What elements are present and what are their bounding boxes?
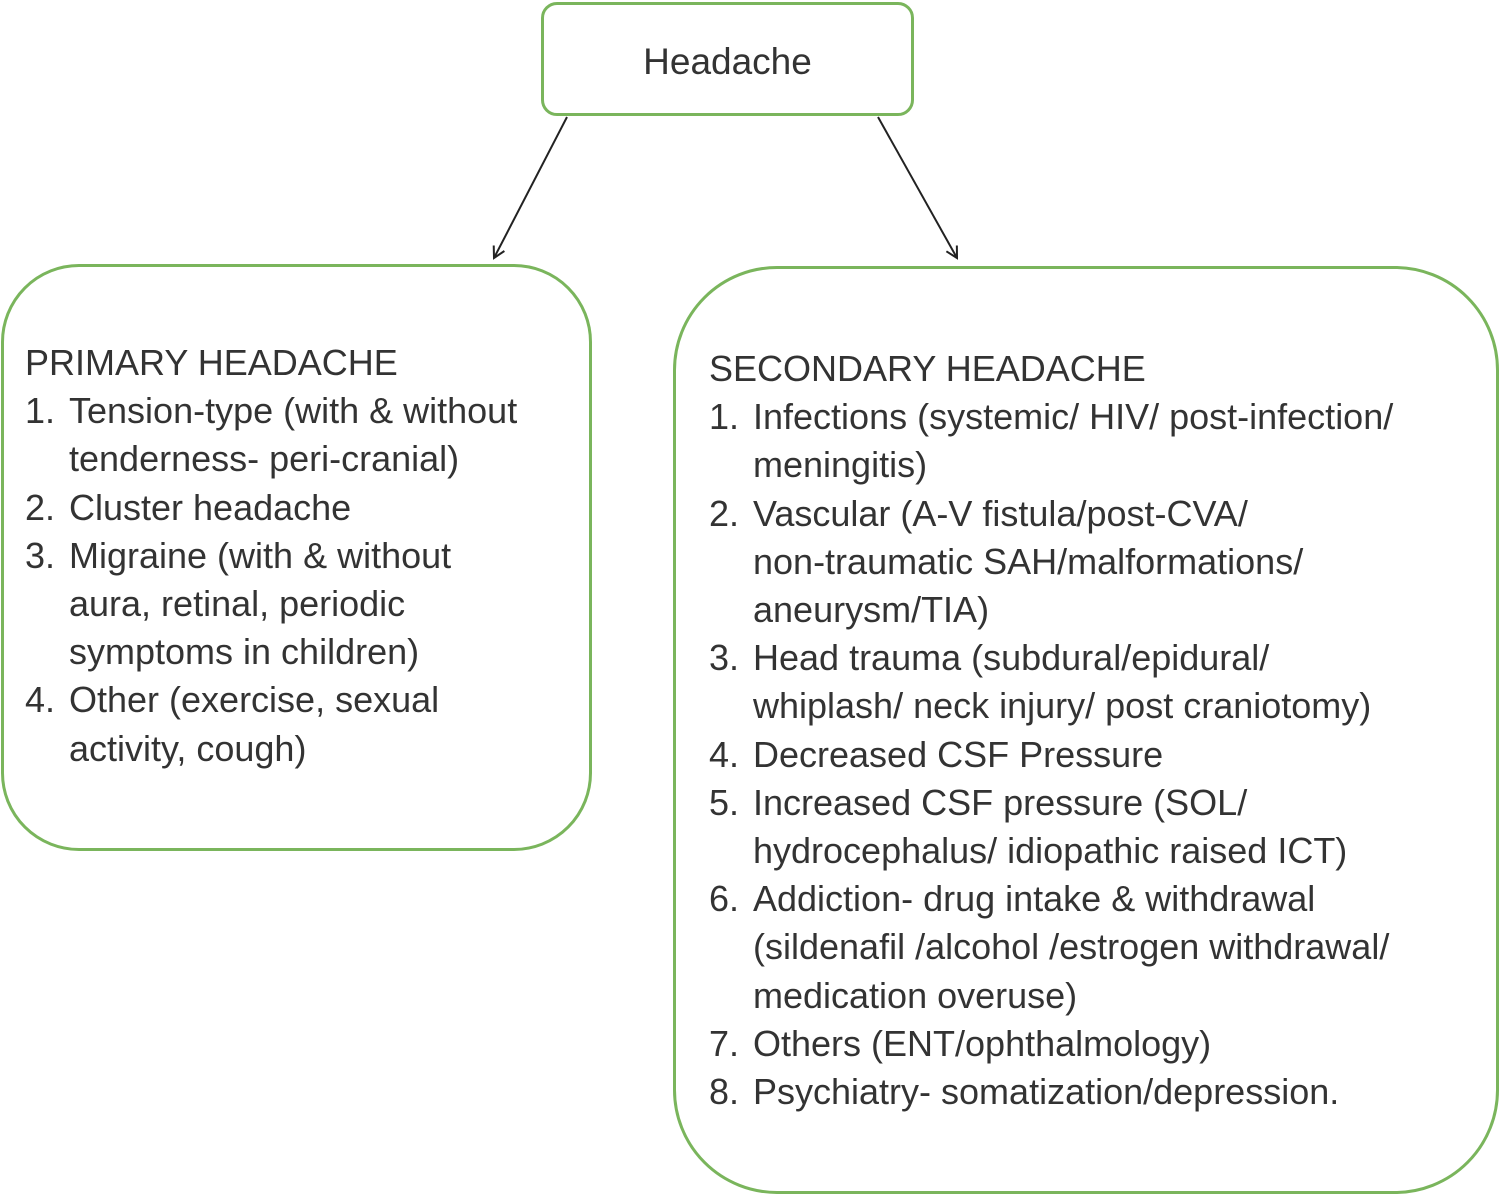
list-item: 8. Psychiatry- somatization/depression. [709,1068,1393,1116]
item-text: Addiction- drug intake & withdrawal (sild… [753,875,1389,1020]
secondary-headache-list: 1. Infections (systemic/ HIV/ post-infect… [709,393,1393,1116]
item-text-line: Others (ENT/ophthalmology) [753,1022,1212,1064]
root-label: Headache [643,40,812,82]
secondary-headache-box: SECONDARY HEADACHE 1. Infections (systemi… [673,266,1499,1194]
list-item: 3. Migraine (with & without aura, retinal,… [25,532,517,677]
item-number: 4. [709,733,740,775]
item-text: Vascular (A-V fistula/post-CVA/non-traum… [753,490,1303,635]
item-text-line: Increased CSF pressure (SOL/ [753,781,1248,823]
item-text: Head trauma (subdural/epidural/whiplash/… [753,634,1371,730]
item-text-line: medication overuse) [753,974,1078,1016]
item-text-line: aura, retinal, periodic [69,583,406,625]
item-text-line: Infections (systemic/ HIV/ post-infectio… [753,396,1394,438]
item-text-line: Migraine (with & without [69,534,452,576]
item-text-line: (sildenafil /alcohol /estrogen withdrawa… [753,926,1390,968]
item-text-line: whiplash/ neck injury/ post craniotomy) [753,685,1372,727]
list-item: 2. Cluster headache [25,484,517,532]
item-text: Increased CSF pressure (SOL/hydrocephalu… [753,779,1347,875]
item-number: 8. [709,1071,740,1113]
item-text-line: Decreased CSF Pressure [753,733,1164,775]
secondary-headache-title: SECONDARY HEADACHE [709,348,1146,389]
item-text-line: Other (exercise, sexual [69,679,440,721]
primary-headache-list: 1. Tension-type (with & without tenderness… [25,387,517,773]
item-text-line: symptoms in children) [69,631,420,673]
item-text-line: Cluster headache [69,486,352,528]
item-text-line: Vascular (A-V fistula/post-CVA/ [753,492,1248,534]
item-text-line: Addiction- drug intake & withdrawal [753,878,1316,920]
item-number: 1. [25,390,56,432]
item-text: Other (exercise, sexual activity, cough) [69,676,439,772]
arrow-to-primary [494,116,568,258]
item-text: Tension-type (with & without tenderness- … [69,387,517,483]
item-number: 2. [25,486,56,528]
list-item: 2. Vascular (A-V fistula/post-CVA/non-tra… [709,490,1393,635]
item-number: 3. [25,534,56,576]
item-number: 7. [709,1022,740,1064]
item-text-line: meningitis) [753,444,928,486]
item-text: Infections (systemic/ HIV/ post-infectio… [753,393,1393,489]
list-item: 3. Head trauma (subdural/epidural/whiplas… [709,634,1393,730]
item-text-line: Psychiatry- somatization/depression. [753,1071,1340,1113]
list-item: 7. Others (ENT/ophthalmology) [709,1020,1393,1068]
item-text: Migraine (with & without aura, retinal, p… [69,532,451,677]
item-text: Decreased CSF Pressure [753,731,1163,779]
item-number: 6. [709,878,740,920]
item-text-line: hydrocephalus/ idiopathic raised ICT) [753,830,1348,872]
item-number: 1. [709,396,740,438]
item-text-line: Head trauma (subdural/epidural/ [753,637,1270,679]
item-number: 3. [709,637,740,679]
primary-headache-title: PRIMARY HEADACHE [25,342,398,383]
item-text-line: Tension-type (with & without [69,390,518,432]
item-text: Psychiatry- somatization/depression. [753,1068,1339,1116]
item-text-line: aneurysm/TIA) [753,589,990,631]
arrow-to-secondary [877,116,957,258]
list-item: 1. Tension-type (with & without tenderness… [25,387,517,483]
item-text: Cluster headache [69,484,351,532]
list-item: 4. Other (exercise, sexual activity, cough… [25,676,517,772]
primary-headache-box: PRIMARY HEADACHE 1. Tension-type (with & … [1,264,592,851]
item-number: 2. [709,492,740,534]
list-item: 5. Increased CSF pressure (SOL/hydrocepha… [709,779,1393,875]
list-item: 6. Addiction- drug intake & withdrawal (si… [709,875,1393,1020]
list-item: 1. Infections (systemic/ HIV/ post-infect… [709,393,1393,489]
item-text-line: non-traumatic SAH/malformations/ [753,540,1304,582]
item-text-line: activity, cough) [69,727,307,769]
root-node: Headache [541,2,914,116]
item-number: 4. [25,679,56,721]
item-text: Others (ENT/ophthalmology) [753,1020,1211,1068]
item-text-line: tenderness- peri-cranial) [69,438,460,480]
item-number: 5. [709,781,740,823]
list-item: 4. Decreased CSF Pressure [709,731,1393,779]
